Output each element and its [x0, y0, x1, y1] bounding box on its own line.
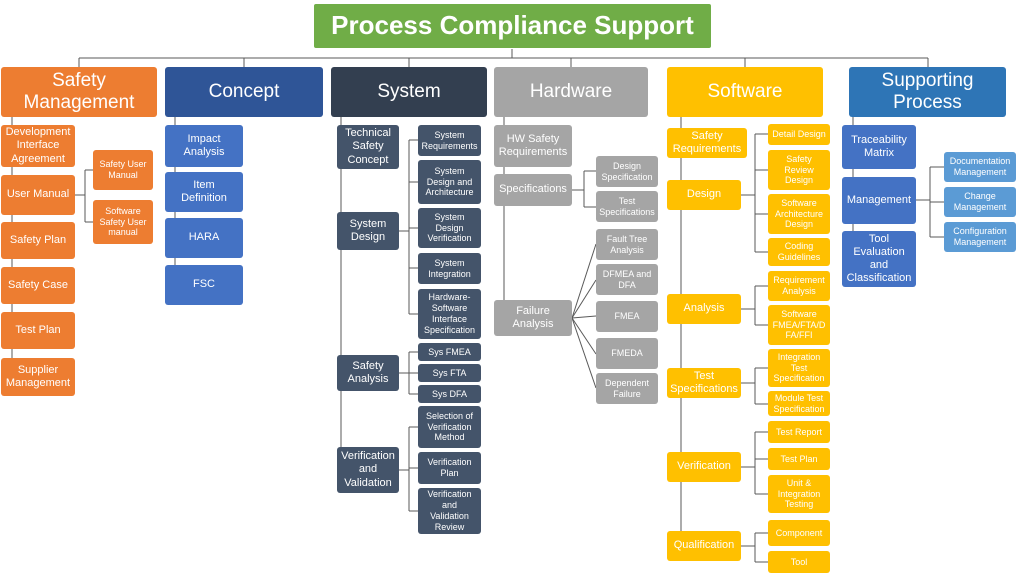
node-configuration-management: Configuration Management [944, 222, 1016, 252]
header-supporting-process: Supporting Process [849, 67, 1006, 117]
node-safety-requirements: Safety Requirements [667, 128, 747, 158]
node-documentation-management: Documentation Management [944, 152, 1016, 182]
node-system-design-verification: System Design Verification [418, 208, 481, 248]
node-fsc: FSC [165, 265, 243, 305]
node-test-plan-sw: Test Plan [768, 448, 830, 470]
node-software-safety-user-manual: Software Safety User manual [93, 200, 153, 244]
node-requirement-analysis: Requirement Analysis [768, 271, 830, 301]
node-failure-analysis: Failure Analysis [494, 300, 572, 336]
node-analysis: Analysis [667, 294, 741, 324]
node-hara: HARA [165, 218, 243, 258]
node-verification: Verification [667, 452, 741, 482]
node-dependent-failure: Dependent Failure [596, 373, 658, 404]
node-design: Design [667, 180, 741, 210]
node-safety-user-manual: Safety User Manual [93, 150, 153, 190]
node-fmea: FMEA [596, 301, 658, 332]
node-safety-review-design: Safety Review Design [768, 150, 830, 190]
node-test-specifications: Test Specifications [596, 191, 658, 222]
node-hardware-software-interface-specification: Hardware- Software Interface Specificati… [418, 289, 481, 339]
connector-line [571, 317, 597, 389]
node-safety-plan: Safety Plan [1, 222, 75, 259]
node-dfmea-and-dfa: DFMEA and DFA [596, 264, 658, 295]
node-hw-safety-requirements: HW Safety Requirements [494, 125, 572, 167]
node-system-requirements: System Requirements [418, 125, 481, 156]
node-fault-tree-analysis: Fault Tree Analysis [596, 229, 658, 260]
node-integration-test-specification: Integration Test Specification [768, 349, 830, 387]
node-technical-safety-concept: Technical Safety Concept [337, 125, 399, 169]
node-design-specification: Design Specification [596, 156, 658, 187]
node-safety-case: Safety Case [1, 267, 75, 304]
node-qualification: Qualification [667, 531, 741, 561]
node-user-manual: User Manual [1, 175, 75, 215]
connector-line [571, 317, 597, 355]
node-unit-integration-testing: Unit & Integration Testing [768, 475, 830, 513]
node-supplier-management: Supplier Management [1, 358, 75, 396]
node-impact-analysis: Impact Analysis [165, 125, 243, 167]
header-concept: Concept [165, 67, 323, 117]
node-verification-and-validation-review: Verification and Validation Review [418, 488, 481, 534]
page-title: Process Compliance Support [313, 3, 712, 49]
node-tool: Tool [768, 551, 830, 573]
connector-line [571, 279, 597, 319]
node-module-test-specification: Module Test Specification [768, 391, 830, 416]
node-verification-plan: Verification Plan [418, 452, 481, 484]
node-test-plan: Test Plan [1, 312, 75, 349]
node-development-interface-agreement: Development Interface Agreement [1, 125, 75, 167]
node-item-definition: Item Definition [165, 172, 243, 212]
node-safety-analysis: Safety Analysis [337, 355, 399, 391]
node-verification-and-validation: Verification and Validation [337, 447, 399, 493]
header-hardware: Hardware [494, 67, 648, 117]
node-system-design-and-architecture: System Design and Architecture [418, 160, 481, 204]
node-management: Management [842, 177, 916, 224]
node-software-fmea-fta-dfa-ffi: Software FMEA/FTA/D FA/FFI [768, 305, 830, 345]
node-sys-fmea: Sys FMEA [418, 343, 481, 361]
node-detail-design: Detail Design [768, 124, 830, 145]
node-change-management: Change Management [944, 187, 1016, 217]
node-coding-guidelines: Coding Guidelines [768, 238, 830, 266]
connector-line [571, 243, 597, 319]
connector-line [571, 315, 597, 319]
node-component: Component [768, 520, 830, 546]
node-sys-fta: Sys FTA [418, 364, 481, 382]
node-traceability-matrix: Traceability Matrix [842, 125, 916, 169]
node-system-design: System Design [337, 212, 399, 250]
node-fmeda: FMEDA [596, 338, 658, 369]
node-selection-of-verification-method: Selection of Verification Method [418, 406, 481, 448]
header-safety-management: Safety Management [1, 67, 157, 117]
header-system: System [331, 67, 487, 117]
node-software-architecture-design: Software Architecture Design [768, 194, 830, 234]
header-software: Software [667, 67, 823, 117]
node-system-integration: System Integration [418, 253, 481, 284]
node-test-report: Test Report [768, 421, 830, 443]
node-sys-dfa: Sys DFA [418, 385, 481, 403]
node-specifications: Specifications [494, 174, 572, 206]
node-tool-evaluation-and-classification: Tool Evaluation and Classification [842, 231, 916, 287]
node-test-specifications-sw: Test Specifications [667, 368, 741, 398]
